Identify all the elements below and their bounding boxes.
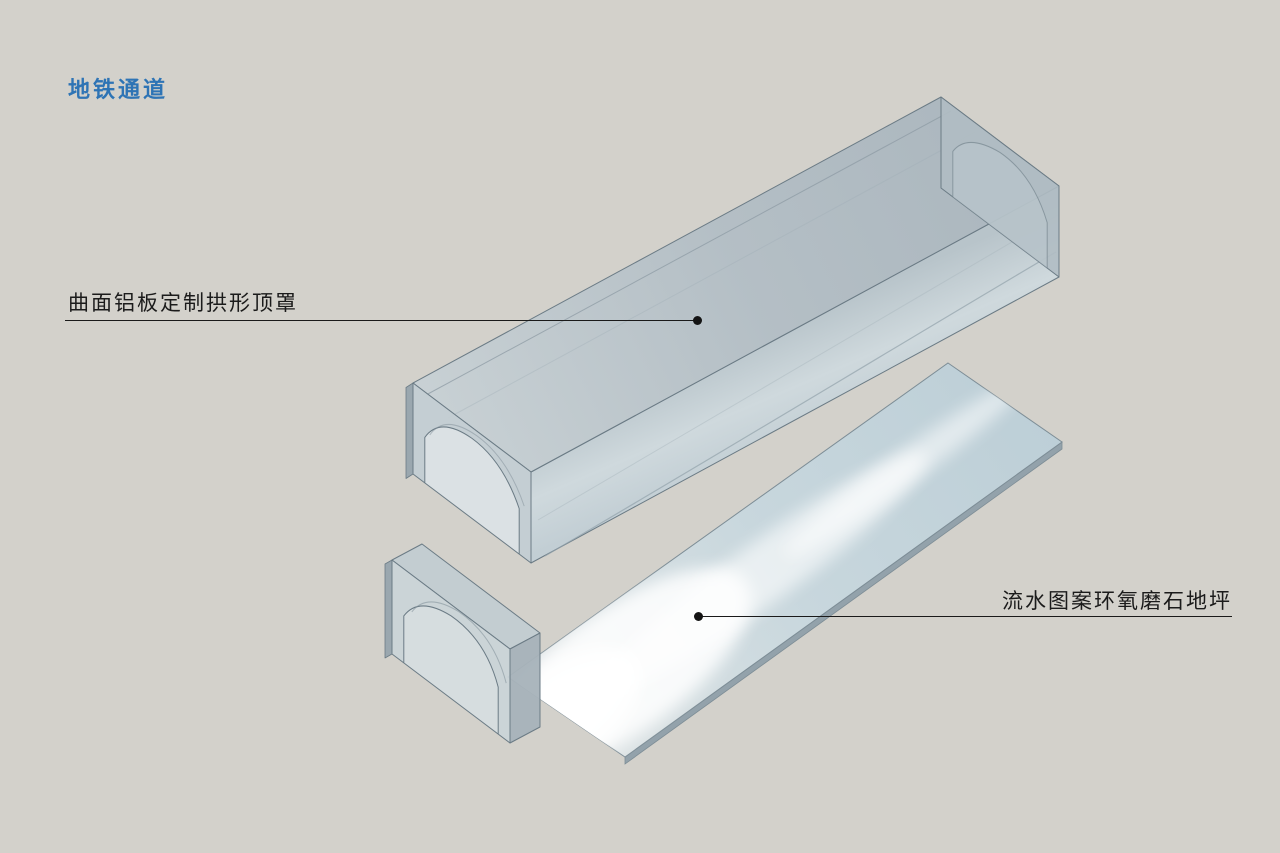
roof-back-wall-inner-edge	[425, 110, 952, 396]
callout-line-floor	[693, 612, 1232, 622]
arched-roof-cover-3d	[405, 96, 1060, 564]
callout-dot-floor	[693, 612, 703, 622]
roof-crown-reflection	[447, 131, 976, 419]
roof-left-sliver	[405, 382, 414, 479]
callout-dot-roof	[692, 316, 702, 326]
page-title: 地铁通道	[68, 77, 169, 102]
callout-line-roof	[65, 316, 702, 326]
callout-label-roof: 曲面铝板定制拱形顶罩	[68, 292, 298, 315]
portal-front-face	[391, 559, 511, 744]
roof-left-end-face	[412, 382, 532, 564]
roof-left-inner-arch-line	[429, 423, 525, 507]
portal-frame-3d	[384, 543, 541, 744]
callout-label-floor: 流水图案环氧磨石地坪	[1002, 590, 1232, 613]
portal-side-face	[509, 632, 541, 744]
roof-inner-arch-springing	[544, 251, 1057, 557]
roof-inner-arch-highlight	[537, 214, 1059, 521]
roof-left-opening-interior	[424, 426, 520, 555]
portal-inner-arch-line	[411, 601, 507, 684]
terrazzo-floor-3d	[507, 362, 1063, 765]
portal-left-sliver	[384, 559, 393, 659]
roof-right-end-arch	[952, 141, 1048, 269]
